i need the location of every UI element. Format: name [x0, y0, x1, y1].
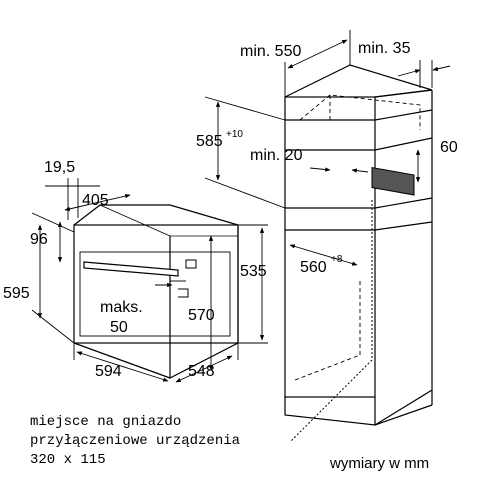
cabinet-drawing: [284, 64, 433, 426]
oven-top-body: [73, 204, 239, 226]
oven-dimension-lines: [31, 178, 268, 383]
cabinet-plinth: [284, 397, 376, 426]
dim-top-depth: 19,5: [44, 159, 75, 176]
dim-side-height: 535: [240, 263, 267, 280]
dim-cabinet-height: 585: [196, 133, 223, 150]
handle-note-line1: maks.: [100, 299, 143, 316]
dim-body-height: 570: [188, 307, 215, 324]
units-note: wymiary w mm: [329, 455, 429, 472]
dim-front-height: 96: [30, 231, 48, 248]
oven-handle: [83, 261, 179, 277]
socket-note-line2: przyłączeniowe urządzenia: [30, 433, 240, 449]
cabinet-front: [284, 96, 376, 398]
dim-depth: 548: [188, 363, 215, 380]
dim-front-width: 594: [95, 363, 122, 380]
dim-total-height: 595: [3, 285, 30, 302]
dim-min-gap: min. 20: [250, 147, 303, 164]
socket-note-line1: miejsce na gniazdo: [30, 414, 181, 430]
dim-side-gap: min. 35: [358, 40, 411, 57]
oven-control-knob: [185, 259, 197, 269]
dim-opening: 560: [300, 259, 327, 276]
dim-cabinet-width: min. 550: [240, 43, 301, 60]
oven-hinge: [178, 288, 189, 298]
dim-vent: 60: [440, 139, 458, 156]
handle-note-line2: 50: [110, 319, 128, 336]
vent-slot: [371, 167, 415, 196]
oven-front-panel: [73, 224, 239, 344]
oven-drawing: [73, 204, 239, 379]
oven-side-body: [169, 225, 239, 379]
socket-leader-line: [289, 200, 373, 443]
cabinet-hidden-lines: [294, 94, 421, 410]
dim-opening-tolerance: +8: [331, 254, 343, 265]
oven-door-frame: [79, 251, 231, 337]
dim-cabinet-height-tolerance: +10: [226, 129, 243, 140]
socket-note-line3: 320 x 115: [30, 452, 106, 468]
cabinet-dimension-lines: [204, 30, 451, 266]
dim-width-top: 405: [82, 192, 109, 209]
